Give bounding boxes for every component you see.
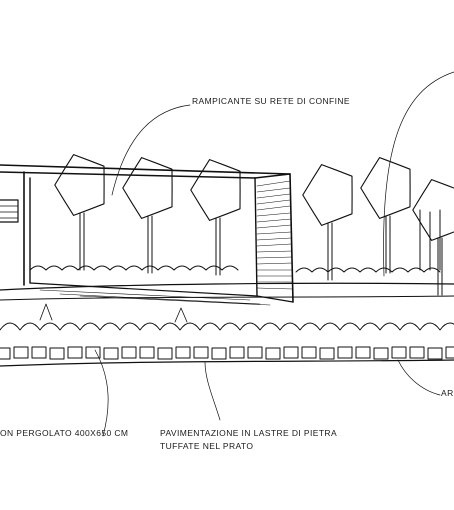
paving-stone [247,346,263,359]
label-area: ARE [441,388,454,398]
hedge [29,209,441,273]
paving-stone [301,346,317,359]
label-stone-paving-line1: PAVIMENTAZIONE IN LASTRE DI PIETRA [160,428,338,438]
tree-crown [412,179,454,241]
label-climber-on-fence: RAMPICANTE SU RETE DI CONFINE [192,96,351,106]
stepping-stones [0,346,454,360]
tree [122,157,173,274]
paving-stone [265,347,281,360]
paving-stone [13,346,29,359]
tree-trunk [327,222,333,281]
tree [302,164,353,281]
paving-stone [175,346,191,359]
paving-stone [85,346,101,359]
label-stone-paving-line2: TUFFATE NEL PRATO [160,441,254,451]
paving-stone [319,347,335,360]
tree-row [54,154,454,296]
label-pergola-size: ON PERGOLATO 400X650 CM [0,428,129,438]
tree-crown [302,164,353,226]
paving-stone [445,346,454,359]
tree-trunk [437,237,443,296]
tree-crown [54,154,105,216]
deck [29,282,294,306]
tree [54,154,105,271]
pergola [0,164,294,303]
paving-stone [373,347,389,360]
tree-crown [122,157,173,219]
tree [190,159,241,276]
tree [360,157,411,274]
paving-stone [103,347,119,360]
paving-stone [31,346,47,359]
label-stone-paving: PAVIMENTAZIONE IN LASTRE DI PIETRA TUFFA… [160,427,337,453]
slatted-screen [256,180,294,290]
paving-stone [211,347,227,360]
tree [412,179,454,296]
paving-stone [409,346,425,359]
paving-stone [283,346,299,359]
paving-stone [193,346,209,359]
paving-stone [0,347,11,360]
leader-lines [94,71,454,437]
paving-stone [121,346,137,359]
ground-lines [0,282,454,367]
paving-stone [139,346,155,359]
paving-stone [157,347,173,360]
tree-trunk [79,212,85,271]
tree-trunk [215,217,221,276]
paving-stone [49,347,65,360]
paving-stone [391,346,407,359]
tree-crown [360,157,411,219]
tree-trunk [147,215,153,274]
tree-trunk [385,215,391,274]
paving-stone [355,346,371,359]
paving-stone [337,346,353,359]
paving-stone [67,346,83,359]
tree-crown [190,159,241,221]
paving-stone [427,347,443,360]
foreground-plants [0,303,454,331]
paving-stone [229,346,245,359]
